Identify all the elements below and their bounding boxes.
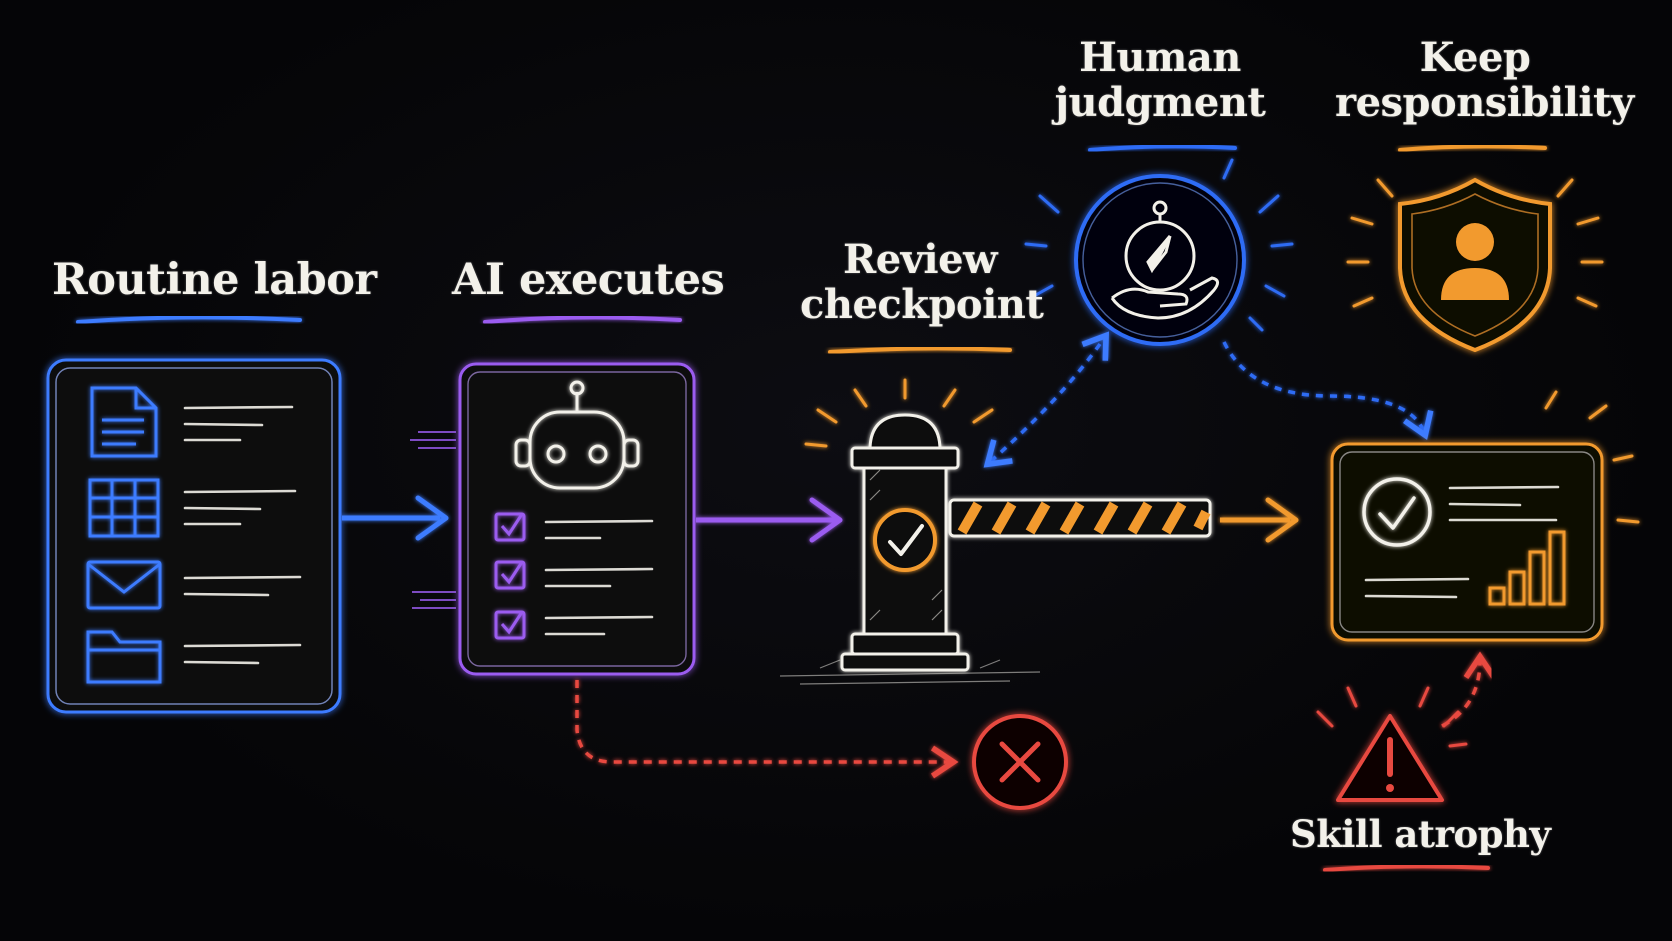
underline-keep-responsibility (1398, 144, 1547, 152)
arrow-checkpoint-to-outcome (1220, 497, 1299, 543)
envelope-icon (86, 560, 162, 610)
barrier-check-circle-icon (873, 508, 937, 572)
speed-lines-left (410, 431, 456, 609)
label-routine-labor-text: Routine labor (52, 255, 377, 305)
underline-ai-executes (483, 315, 682, 324)
document-icon (90, 386, 158, 458)
shield-person-icon (1398, 177, 1552, 353)
label-keep-responsibility: Keep responsibility (1335, 34, 1634, 126)
folder-icon (86, 630, 162, 684)
underline-routine-labor (76, 315, 302, 324)
grid-table-icon (88, 478, 160, 538)
arrow-ai-to-failure (575, 680, 959, 779)
underline-human-judgment (1088, 144, 1237, 152)
label-human-judgment: Human judgment (1040, 34, 1280, 126)
label-review-checkpoint-line2: checkpoint (800, 280, 1044, 328)
label-review-checkpoint: Review checkpoint (800, 236, 1044, 328)
label-skill-atrophy-text: Skill atrophy (1290, 812, 1551, 856)
outcome-text-lines (1364, 485, 1560, 599)
underline-review-checkpoint (828, 346, 1012, 354)
arrow-atrophy-to-outcome (1441, 651, 1497, 728)
label-keep-responsibility-line1: Keep (1419, 34, 1531, 81)
arrow-judgment-to-outcome (1222, 341, 1434, 440)
robot-icon (514, 380, 640, 490)
label-human-judgment-line2: judgment (1054, 78, 1266, 126)
arrow-judgment-checkpoint-link (983, 331, 1110, 468)
arrow-routine-to-ai (342, 495, 449, 541)
ai-executes-text-lines (544, 519, 654, 636)
compass-hand-icon (1074, 174, 1246, 346)
compass-rays (1024, 158, 1294, 332)
label-ai-executes-text: AI executes (452, 255, 725, 305)
barrier-ground-hatching (779, 659, 1041, 685)
outcome-card-rays (1544, 390, 1640, 524)
bar-chart-icon (1488, 530, 1566, 606)
routine-labor-text-lines (183, 405, 302, 665)
label-routine-labor: Routine labor (52, 255, 377, 305)
label-human-judgment-line1: Human (1079, 34, 1241, 81)
label-keep-responsibility-line2: responsibility (1335, 78, 1634, 126)
barrier-rays (804, 378, 994, 448)
warning-triangle-icon (1336, 714, 1444, 802)
label-review-checkpoint-line1: Review (842, 236, 998, 283)
outcome-card (1330, 442, 1604, 642)
underline-skill-atrophy (1323, 864, 1490, 872)
label-ai-executes: AI executes (452, 255, 725, 305)
outcome-check-circle-icon (1362, 477, 1432, 547)
arrow-ai-to-checkpoint (696, 497, 843, 543)
routine-labor-card (46, 358, 342, 714)
checkbox-icon (494, 512, 526, 640)
label-skill-atrophy: Skill atrophy (1290, 812, 1551, 856)
x-circle-icon (972, 714, 1068, 810)
shield-rays (1346, 178, 1604, 308)
